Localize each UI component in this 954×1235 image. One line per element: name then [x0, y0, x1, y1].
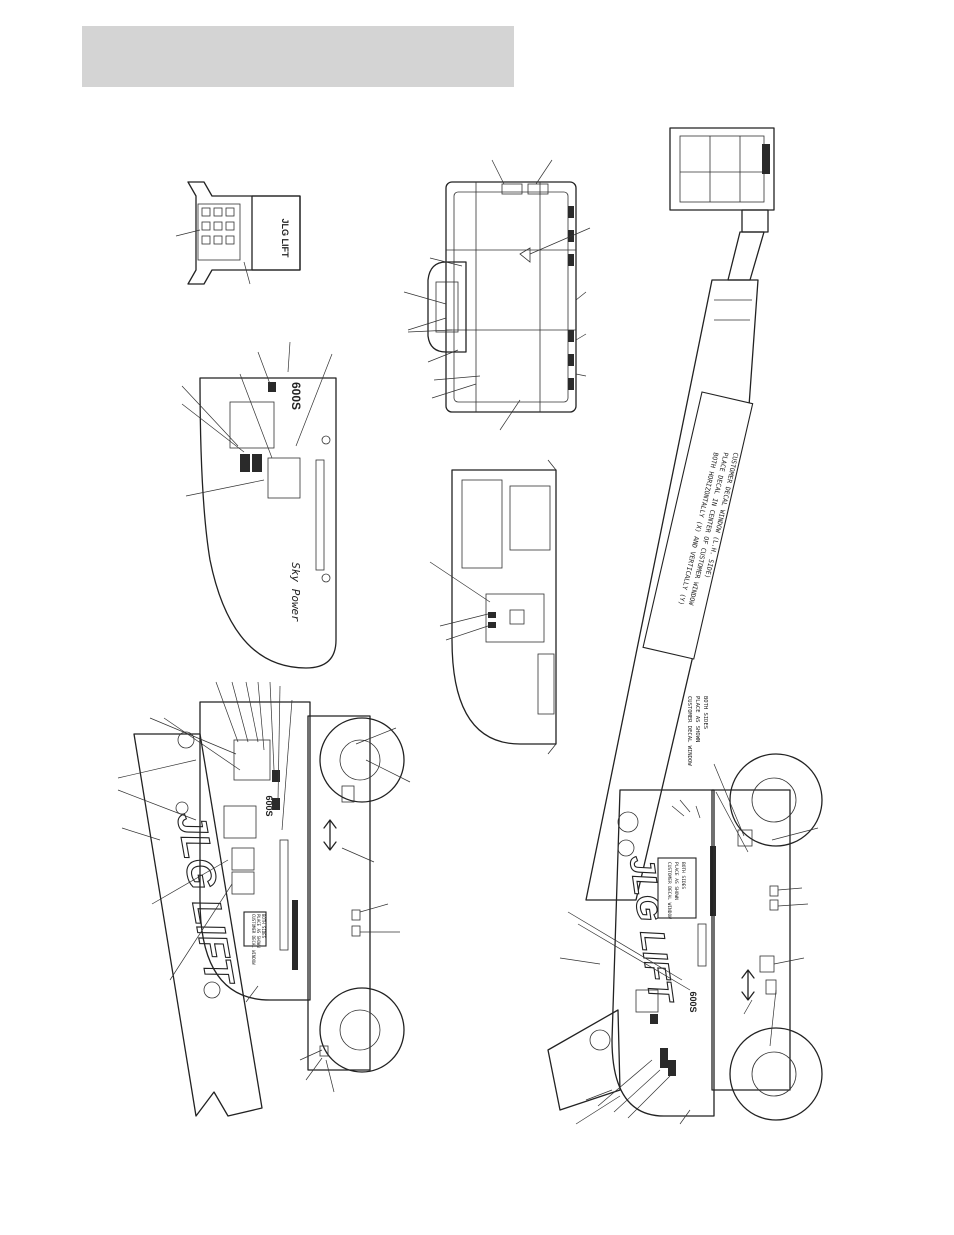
cover-script-logo: Sky Power	[289, 562, 302, 622]
right-upper-window-line-3: BOTH SIDES	[702, 696, 708, 729]
left-model-decal: 600S	[264, 795, 274, 816]
platform-basket-view	[403, 159, 591, 431]
machine-side-view-left: JLG LIFT CUSTOMER DECAL WINDOW PLACE AS …	[117, 681, 411, 1117]
right-upper-window-line-1: CUSTOMER DECAL WINDOW	[686, 696, 692, 766]
control-box-logo: JLG LIFT	[280, 219, 290, 258]
right-window-line-3: BOTH SIDES	[680, 862, 686, 889]
cover-side-view: 600S Sky Power	[181, 341, 337, 669]
right-window-line-1: CUSTOMER DECAL WINDOW	[666, 862, 672, 919]
cover-model-decal: 600S	[289, 382, 303, 410]
left-window-line-1: CUSTOMER DECAL WINDOW	[251, 914, 256, 965]
right-window-line-2: PLACE AS SHOWN	[673, 862, 679, 900]
header-bar	[82, 26, 514, 87]
turntable-view	[429, 459, 557, 755]
machine-side-view-right: CUSTOMER DECAL WINDOW (L.H. SIDE) PLACE …	[547, 127, 823, 1125]
boom-customer-decal-window	[642, 391, 754, 660]
right-model-decal: 600S	[688, 991, 698, 1012]
control-box-view: JLG LIFT	[175, 181, 301, 285]
left-window-line-2: PLACE AS SHOWN	[256, 914, 261, 948]
left-boom-logo: JLG LIFT	[168, 809, 242, 991]
left-window-line-3: BOTH SIDES	[261, 914, 266, 939]
right-upper-window-line-2: PLACE AS SHOWN	[694, 696, 700, 742]
